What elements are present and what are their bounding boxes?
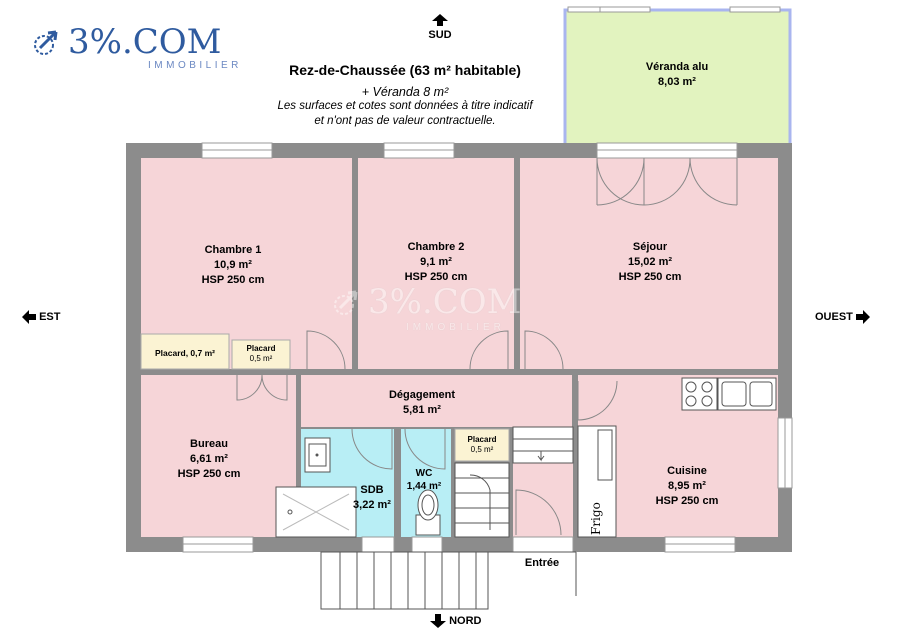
logo-star-icon	[34, 30, 58, 55]
logo-tagline: IMMOBILIER	[148, 60, 242, 71]
toilet-fixture	[415, 489, 441, 536]
sdb-area: 3,22 m²	[353, 499, 391, 511]
degagement-name: Dégagement	[389, 389, 455, 401]
compass-north: NORD	[430, 614, 481, 628]
plan-note-line1: Les surfaces et cotes sont données à tit…	[277, 100, 533, 112]
wc-name: WC	[416, 468, 433, 479]
chambre1-hsp: HSP 250 cm	[202, 274, 265, 286]
entree-label: Entrée	[525, 557, 559, 569]
placard3-name: Placard	[468, 435, 497, 444]
room-placard2	[231, 339, 291, 370]
degagement-area: 5,81 m²	[403, 404, 441, 416]
window-wc	[411, 536, 443, 553]
room-degagement	[301, 375, 572, 427]
door-sdb	[351, 428, 393, 470]
veranda-window-3	[599, 6, 651, 13]
door-entree	[515, 489, 562, 536]
fridge	[577, 425, 617, 538]
chambre2-area: 9,1 m²	[420, 256, 452, 268]
bureau-name: Bureau	[190, 438, 228, 450]
bureau-area: 6,61 m²	[190, 453, 228, 465]
cooktop	[681, 377, 718, 411]
placard2-area: 0,5 m²	[250, 354, 273, 363]
cuisine-area: 8,95 m²	[668, 480, 706, 492]
cuisine-name: Cuisine	[667, 465, 707, 477]
placard2-name: Placard	[247, 344, 276, 353]
bureau-hsp: HSP 250 cm	[178, 468, 241, 480]
compass-east: EST	[22, 310, 60, 324]
veranda-window-2	[729, 6, 781, 13]
entrance-steps	[320, 551, 577, 610]
door-chambre2	[469, 330, 509, 370]
door-chambre1	[306, 330, 346, 370]
veranda-area: 8,03 m²	[658, 76, 696, 88]
door-bureau	[236, 374, 288, 401]
chambre1-name: Chambre 1	[205, 244, 262, 256]
room-chambre2	[358, 158, 514, 369]
logo-brand: 3%.COM	[68, 22, 222, 62]
placard1-name: Placard, 0,7 m²	[155, 348, 215, 358]
chambre2-name: Chambre 2	[408, 241, 465, 253]
arrow-up-icon	[432, 14, 448, 26]
chambre1-area: 10,9 m²	[214, 259, 252, 271]
arrow-down-icon	[430, 614, 446, 628]
veranda-name: Véranda alu	[646, 61, 708, 73]
shower-tray	[275, 486, 357, 538]
door-wc	[404, 428, 446, 470]
compass-west: OUEST	[815, 310, 870, 324]
sejour-area: 15,02 m²	[628, 256, 672, 268]
fridge-label: Frigo	[589, 502, 603, 535]
door-sejour	[524, 330, 564, 370]
compass-south: SUD	[425, 14, 455, 41]
room-sejour	[520, 158, 778, 369]
sejour-hsp: HSP 250 cm	[619, 271, 682, 283]
room-bureau	[141, 375, 296, 537]
entrance-door-frame	[512, 536, 574, 553]
chambre2-hsp: HSP 250 cm	[405, 271, 468, 283]
sdb-name: SDB	[360, 484, 383, 496]
plan-note-line2: et n'ont pas de valeur contractuelle.	[314, 115, 496, 127]
window-sdb	[361, 536, 395, 553]
cuisine-hsp: HSP 250 cm	[656, 495, 719, 507]
interior-stairs	[454, 426, 574, 538]
sejour-name: Séjour	[633, 241, 668, 253]
wc-area: 1,44 m²	[407, 481, 442, 492]
plan-header: Rez-de-Chaussée (63 m² habitable) + Véra…	[250, 62, 560, 129]
arrow-right-icon	[855, 310, 870, 324]
arrow-left-icon	[22, 310, 36, 324]
plan-title: Rez-de-Chaussée (63 m² habitable)	[289, 62, 521, 78]
room-placard1	[140, 333, 230, 370]
plan-subtitle: + Véranda 8 m²	[361, 85, 449, 99]
placard3-area: 0,5 m²	[471, 445, 494, 454]
kitchen-sink	[717, 377, 777, 411]
sejour-french-doors	[596, 157, 738, 206]
veranda-room	[563, 8, 792, 147]
door-cuisine	[577, 380, 618, 421]
room-placard3	[454, 428, 510, 462]
